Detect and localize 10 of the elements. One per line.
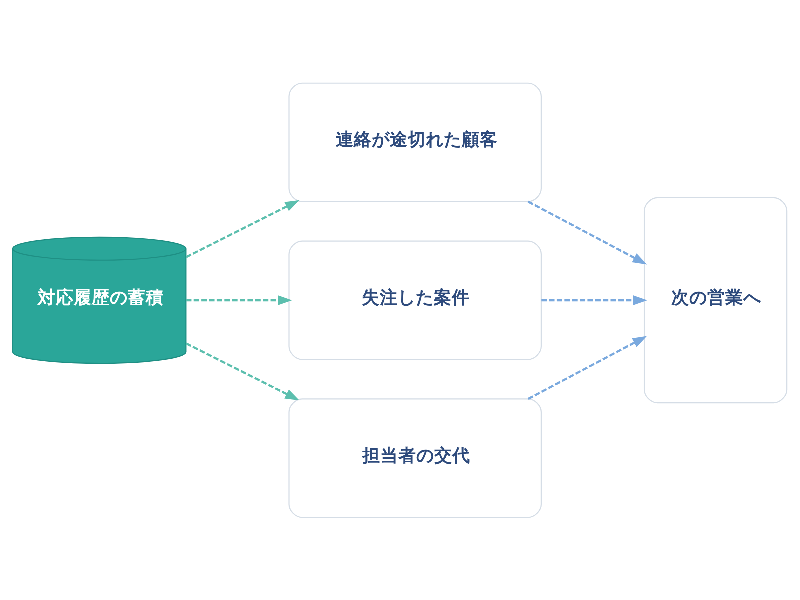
node-box: 次の営業へ <box>644 196 788 404</box>
arrow <box>186 295 292 305</box>
node-box: 失注した案件 <box>288 240 542 360</box>
arrow <box>528 200 648 264</box>
arrow <box>542 295 648 305</box>
node-box: 担当者の交代 <box>288 398 542 518</box>
arrow <box>186 342 300 400</box>
arrow <box>186 200 300 258</box>
arrow <box>528 336 648 400</box>
node-box: 連絡が途切れた顧客 <box>288 82 542 202</box>
